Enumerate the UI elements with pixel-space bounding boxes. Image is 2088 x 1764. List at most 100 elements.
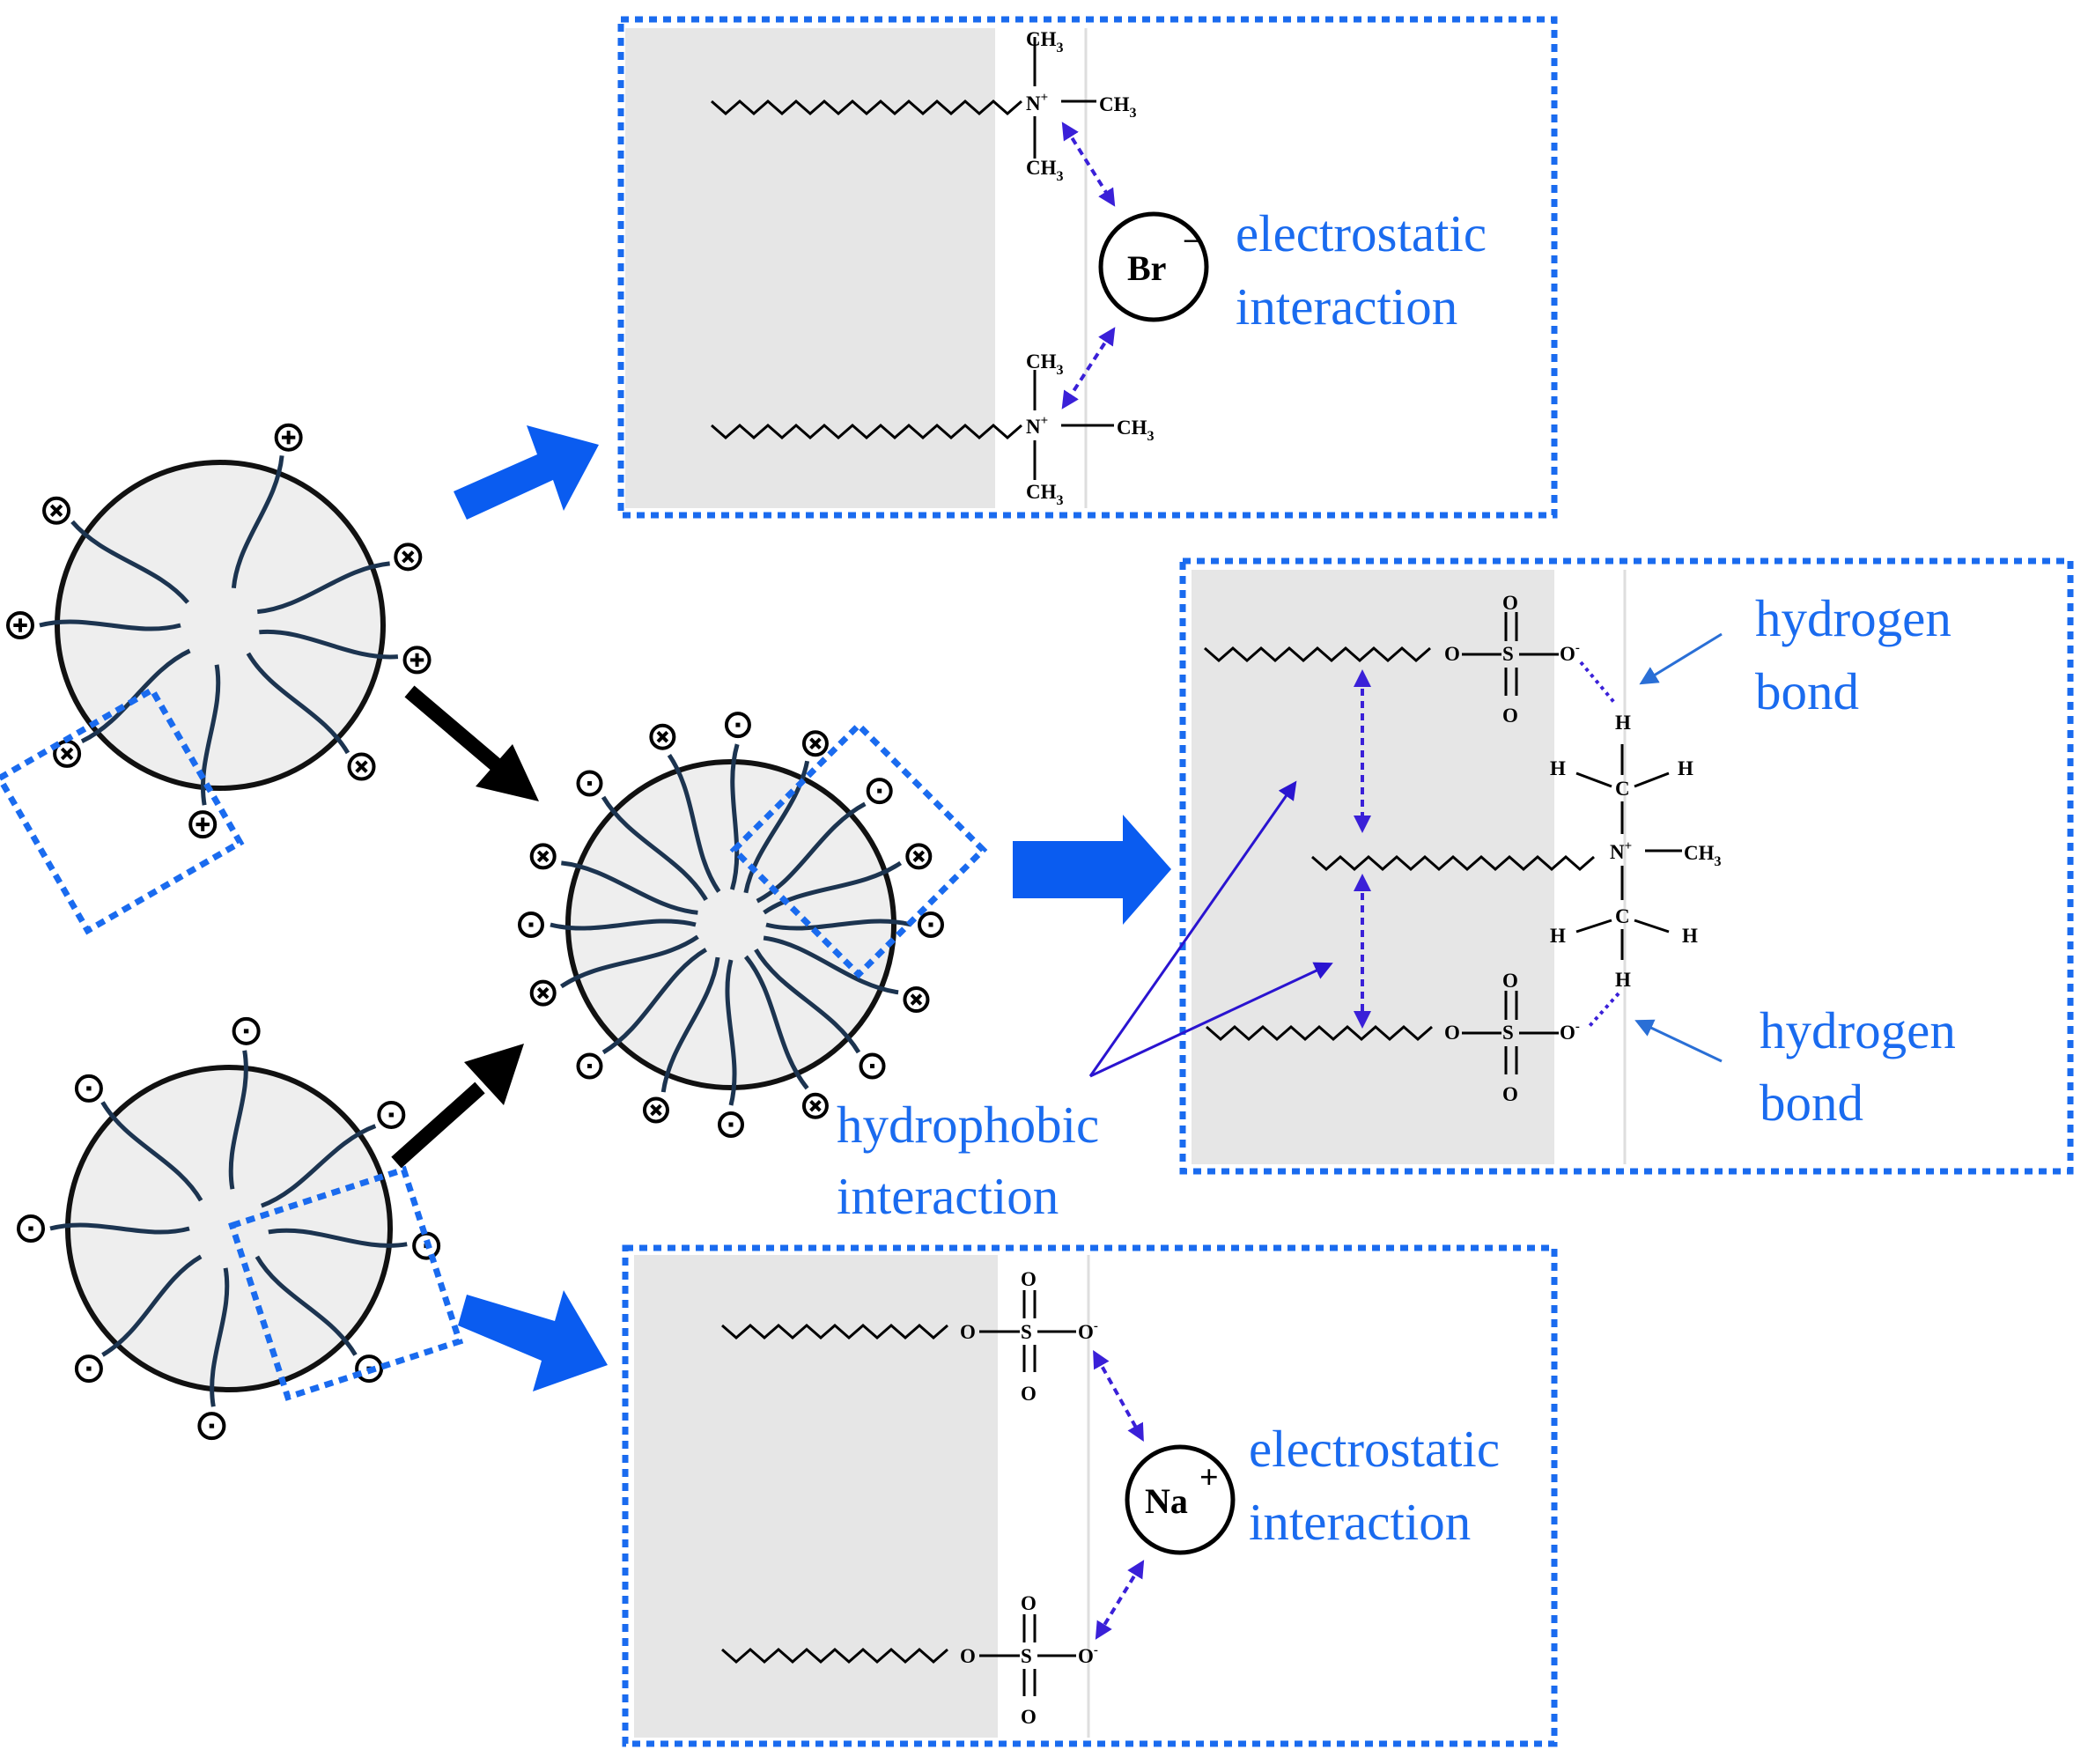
svg-text:O: O: [1502, 970, 1518, 992]
zoom-square-cationic: [0, 685, 245, 935]
label-interaction: interaction: [837, 1167, 1059, 1225]
label-interaction: interaction: [1236, 277, 1457, 336]
svg-text:S: S: [1502, 643, 1514, 665]
circle-plus-icon: [274, 423, 303, 452]
ctab-molecule-middle: N+ CH3 C H H H C H H H: [1311, 712, 1722, 991]
surfactant-tail: [754, 948, 861, 1054]
circle-plus-icon: [402, 646, 432, 675]
surfactant-tail: [210, 1267, 230, 1407]
circle-minus-icon: [859, 1052, 886, 1080]
surfactant-tail: [80, 648, 191, 744]
surfactant-tail: [660, 956, 720, 1093]
ctab-molecule-bottom: N+ CH3 CH3 CH3: [711, 351, 1155, 508]
surfactant-tail: [601, 795, 708, 901]
surfactant-tail: [200, 664, 221, 806]
circle-cross-icon: [529, 843, 557, 870]
svg-text:CH3: CH3: [1026, 28, 1064, 55]
svg-text:S: S: [1021, 1645, 1032, 1667]
pointer-line: [1089, 962, 1333, 1078]
circle-minus-icon: [576, 1052, 603, 1080]
surfactant-tail: [259, 629, 399, 660]
svg-text:C: C: [1615, 905, 1630, 927]
svg-text:H: H: [1615, 712, 1631, 734]
black-arrow-icon: [404, 685, 539, 801]
circle-cross-icon: [649, 723, 676, 750]
svg-text:C: C: [1615, 778, 1630, 800]
label-bond: bond: [1755, 662, 1859, 720]
interaction-arrow: [1061, 327, 1116, 410]
surfactant-tail: [49, 1222, 190, 1235]
svg-text:H: H: [1615, 969, 1631, 991]
circle-plus-icon: [188, 810, 218, 839]
pointer-line: [1088, 780, 1297, 1077]
circle-cross-icon: [529, 979, 557, 1007]
svg-text:S: S: [1502, 1022, 1514, 1044]
surfactant-tail: [763, 860, 903, 915]
surfactant-tail: [255, 1255, 358, 1356]
circle-plus-icon: [6, 611, 34, 639]
svg-text:O: O: [1021, 1706, 1037, 1728]
svg-text:O: O: [1502, 592, 1518, 614]
surfactant-tail: [550, 919, 697, 931]
circle-minus-icon: [576, 770, 603, 797]
svg-text:O: O: [1021, 1592, 1037, 1614]
circle-minus-icon: [724, 712, 751, 739]
surfactant-tail: [70, 520, 190, 604]
circle-minus-icon: [866, 778, 893, 805]
cationic-micelle: [6, 423, 432, 839]
svg-text:Na: Na: [1145, 1481, 1188, 1521]
surfactant-tail: [729, 743, 740, 890]
surfactant-tail: [100, 1101, 203, 1202]
zoom-square-anionic: [228, 1165, 464, 1401]
circle-minus-icon: [518, 912, 544, 938]
black-arrow-icon: [391, 1044, 524, 1169]
surfactant-tail: [246, 652, 350, 755]
blue-block-arrow-icon: [454, 425, 599, 520]
surfactant-tail: [561, 860, 698, 915]
surfactant-tail: [101, 1254, 203, 1357]
svg-text:O: O: [1502, 1083, 1518, 1105]
circle-minus-icon: [74, 1354, 103, 1384]
circle-cross-icon: [394, 542, 423, 572]
label-electrostatic: electrostatic: [1249, 1420, 1500, 1478]
surfactant-tail: [765, 919, 912, 931]
sds-molecule-bottom: O S O- O O: [721, 1592, 1098, 1728]
pointer-line: [1639, 632, 1723, 685]
sds-molecule-top: O S O- O O: [721, 1268, 1098, 1405]
svg-text:H: H: [1678, 757, 1693, 779]
surfactant-tail: [725, 959, 737, 1106]
surfactant-tail: [601, 948, 707, 1055]
hydrogen-bond-line: [1588, 992, 1620, 1028]
svg-text:O-: O-: [1078, 1319, 1098, 1343]
circle-minus-icon: [74, 1074, 103, 1103]
sodium-ion: Na +: [1125, 1444, 1236, 1555]
circle-cross-icon: [801, 730, 829, 757]
circle-cross-icon: [347, 752, 376, 781]
svg-text:S: S: [1021, 1321, 1032, 1343]
svg-text:CH3: CH3: [1026, 481, 1064, 508]
label-hydrogen: hydrogen: [1755, 589, 1952, 647]
svg-text:CH3: CH3: [1099, 93, 1137, 121]
svg-text:H: H: [1550, 757, 1566, 779]
label-interaction: interaction: [1249, 1493, 1471, 1551]
svg-text:−: −: [1183, 225, 1199, 258]
anionic-micelle: [17, 1016, 441, 1441]
svg-text:O: O: [960, 1321, 976, 1343]
svg-text:O-: O-: [1078, 1643, 1098, 1667]
interaction-arrow: [1095, 1560, 1145, 1640]
label-bond: bond: [1760, 1074, 1863, 1132]
svg-text:O-: O-: [1560, 1020, 1580, 1044]
svg-text:CH3: CH3: [1117, 417, 1155, 444]
svg-text:N+: N+: [1026, 91, 1048, 114]
hydrogen-bond-line: [1579, 661, 1618, 706]
blue-block-arrow-icon: [1013, 815, 1171, 925]
sds-molecule-upper: O S O- O O: [1204, 592, 1580, 727]
circle-minus-icon: [197, 1412, 226, 1441]
circle-cross-icon: [905, 843, 933, 870]
circle-cross-icon: [642, 1096, 669, 1124]
surfactant-tail: [667, 753, 721, 893]
circle-minus-icon: [232, 1016, 261, 1045]
ctab-molecule-top: N+ CH3 CH3 CH3: [711, 28, 1137, 184]
svg-text:O: O: [1444, 1022, 1460, 1044]
